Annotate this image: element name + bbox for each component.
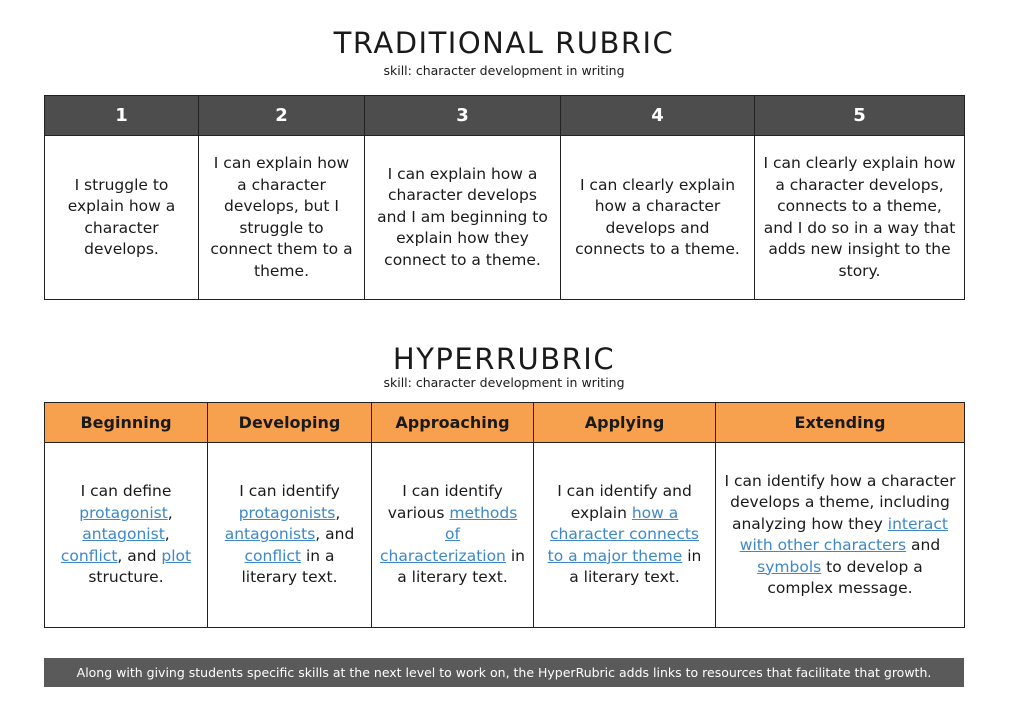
hyperrubric-subtitle: skill: character development in writing bbox=[383, 375, 625, 390]
link-antagonists[interactable]: antagonists bbox=[224, 525, 316, 544]
cell-beginning: I can define protagonist, antagonist, co… bbox=[44, 442, 208, 628]
traditional-header-3: 3 bbox=[364, 95, 561, 136]
header-approaching: Approaching bbox=[371, 402, 534, 443]
traditional-title: TRADITIONAL RUBRIC bbox=[333, 26, 675, 60]
header-developing: Developing bbox=[207, 402, 372, 443]
link-character-connects-to-theme[interactable]: how a character connects to a major them… bbox=[547, 503, 699, 565]
traditional-rubric-table: 1 2 3 4 5 I struggle to explain how a ch… bbox=[44, 95, 965, 300]
traditional-header-4: 4 bbox=[560, 95, 755, 136]
traditional-cell-3: I can explain how a character develops a… bbox=[364, 135, 561, 300]
footer-banner: Along with giving students specific skil… bbox=[44, 658, 964, 687]
link-plot[interactable]: plot bbox=[161, 546, 192, 565]
link-protagonists[interactable]: protagonists bbox=[238, 503, 336, 522]
traditional-header-2: 2 bbox=[198, 95, 365, 136]
traditional-descriptor-row: I struggle to explain how a character de… bbox=[44, 135, 965, 300]
traditional-header-row: 1 2 3 4 5 bbox=[44, 95, 965, 136]
traditional-subtitle: skill: character development in writing bbox=[383, 63, 625, 78]
hyperrubric-title: HYPERRUBRIC bbox=[392, 342, 616, 376]
footer-text: Along with giving students specific skil… bbox=[76, 665, 932, 680]
traditional-cell-2: I can explain how a character develops, … bbox=[198, 135, 365, 300]
header-applying: Applying bbox=[533, 402, 716, 443]
header-beginning: Beginning bbox=[44, 402, 208, 443]
link-antagonist[interactable]: antagonist bbox=[82, 525, 165, 544]
link-methods-of-characterization[interactable]: methods of characterization bbox=[380, 503, 518, 565]
hyperrubric-descriptor-row: I can define protagonist, antagonist, co… bbox=[44, 442, 965, 628]
traditional-header-5: 5 bbox=[754, 95, 965, 136]
link-conflict-text[interactable]: conflict bbox=[244, 546, 302, 565]
link-protagonist[interactable]: protagonist bbox=[79, 503, 168, 522]
traditional-cell-1: I struggle to explain how a character de… bbox=[44, 135, 199, 300]
cell-applying: I can identify and explain how a charact… bbox=[533, 442, 716, 628]
cell-approaching: I can identify various methods of charac… bbox=[371, 442, 534, 628]
link-symbols[interactable]: symbols bbox=[757, 557, 822, 576]
cell-developing: I can identify protagonists, antagonists… bbox=[207, 442, 372, 628]
traditional-cell-5: I can clearly explain how a character de… bbox=[754, 135, 965, 300]
hyperrubric-header-row: Beginning Developing Approaching Applyin… bbox=[44, 402, 965, 443]
hyperrubric-table: Beginning Developing Approaching Applyin… bbox=[44, 402, 965, 628]
link-interact-with-other-characters[interactable]: interact with other characters bbox=[739, 514, 948, 555]
header-extending: Extending bbox=[715, 402, 965, 443]
cell-extending: I can identify how a character develops … bbox=[715, 442, 965, 628]
link-conflict[interactable]: conflict bbox=[60, 546, 118, 565]
traditional-cell-4: I can clearly explain how a character de… bbox=[560, 135, 755, 300]
traditional-header-1: 1 bbox=[44, 95, 199, 136]
